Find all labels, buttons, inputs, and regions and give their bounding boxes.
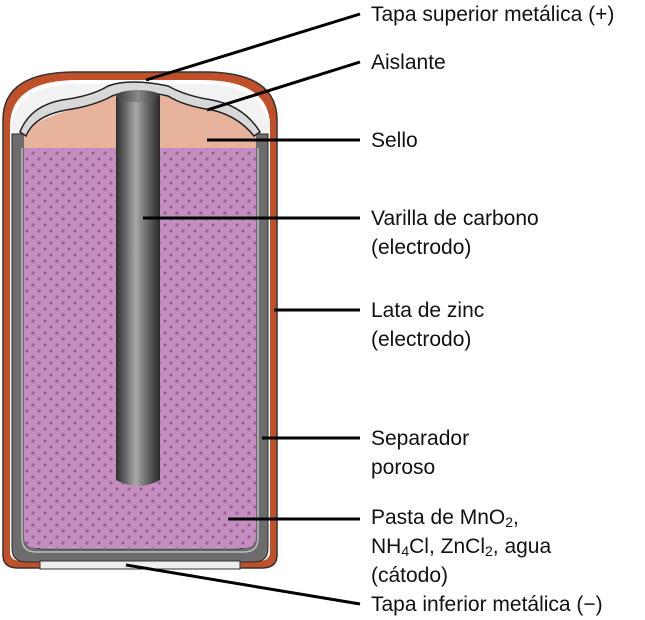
- bottom-cap: [39, 560, 241, 570]
- carbon-rod-top: [116, 90, 160, 102]
- label-pasta-line1: Pasta de MnO2,: [371, 506, 519, 530]
- leader-aislante: [206, 60, 361, 112]
- label-lata: Lata de zinc (electrodo): [371, 299, 485, 351]
- leader-lines: [125, 12, 361, 606]
- leader-tapa-superior: [145, 12, 361, 82]
- label-sello: Sello: [371, 129, 418, 152]
- leader-tapa-inferior: [125, 563, 361, 606]
- label-pasta: Pasta de MnO2, NH4Cl, ZnCl2, agua (cátod…: [371, 503, 551, 590]
- label-pasta-line3: (cátodo): [371, 564, 449, 587]
- porous-separator: [21, 148, 259, 553]
- label-aislante: Aislante: [371, 51, 446, 74]
- label-pasta-line2: NH4Cl, ZnCl2, agua: [371, 535, 552, 559]
- label-tapa-inferior: Tapa inferior metálica (−): [371, 593, 603, 616]
- label-varilla: Varilla de carbono (electrodo): [371, 207, 539, 259]
- carbon-rod: [116, 96, 160, 486]
- label-tapa-superior: Tapa superior metálica (+): [371, 3, 615, 26]
- label-separador: Separador poroso: [371, 427, 470, 479]
